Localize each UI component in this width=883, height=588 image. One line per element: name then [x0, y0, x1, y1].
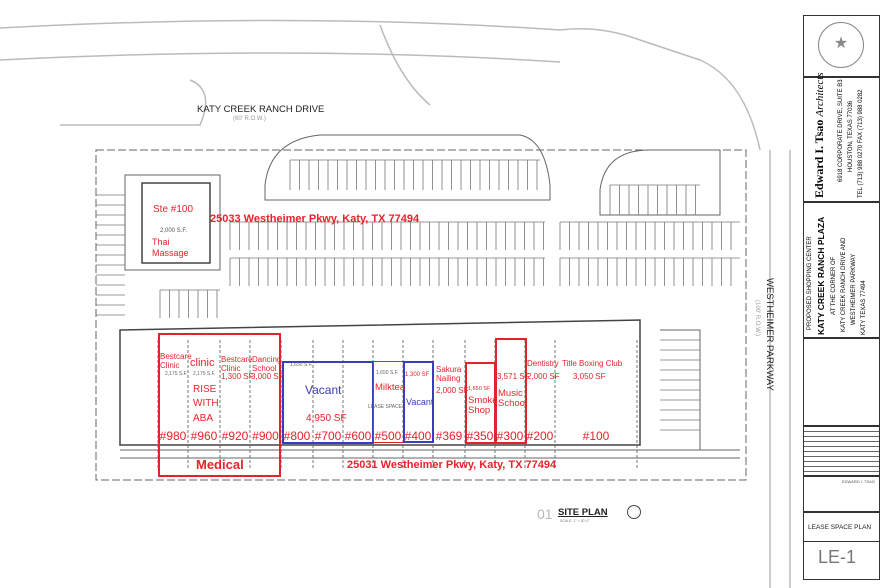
pad-tenant-line1: Thai [152, 237, 170, 247]
architect-name: Edward I. Tsao Architects [812, 72, 827, 198]
drawn-by: EDWARD I. TSAO [842, 479, 875, 484]
tenant-100: Title Boxing Club [562, 359, 623, 368]
tenant-400: Vacant [406, 397, 434, 407]
drawn-by-cell [803, 476, 880, 512]
area-350: 1,650 SF [468, 386, 491, 392]
vacant-label: Vacant [305, 383, 342, 397]
tenant-960-extra-3: ABA [193, 413, 214, 424]
unit-number: #980 [159, 429, 187, 443]
area-369: 2,000 SF [436, 386, 469, 395]
sheet-title: LEASE SPACE PLAN [808, 524, 872, 531]
unit-number: #920 [221, 429, 249, 443]
tenant-920: Bestcare Clinic [221, 355, 253, 373]
unit-400-box [403, 361, 434, 443]
pad-suite: Ste #100 [153, 204, 194, 215]
tenant-200: Dentistry [527, 359, 559, 368]
area-500: 1,650 S.F. [376, 370, 399, 376]
area-400: 1,300 SF [405, 372, 430, 378]
project-line1: PROPOSED SHOPPING CENTER [807, 236, 813, 330]
architect-cell [803, 77, 880, 202]
top-road-row: (60' R.O.W.) [233, 116, 266, 122]
right-road-row: (100' R.O.W.) [754, 300, 760, 337]
unit-number: #700 [314, 429, 342, 443]
architect-address1: 6918 CORPORATE DRIVE, SUITE B3 [838, 79, 844, 182]
area-960: 2,175 S.F. [193, 371, 216, 377]
tenant-960-extra-1: RISE [193, 384, 217, 395]
project-line3: AT THE CORNER OF [831, 256, 837, 315]
architect-seal-icon: ★ [818, 22, 864, 68]
unit-number: #300 [496, 429, 524, 443]
tenant-350: Smoke Shop [468, 395, 498, 417]
unit-number: #369 [435, 429, 463, 443]
project-name: KATY CREEK RANCH PLAZA [816, 216, 826, 335]
road-outlines [0, 19, 791, 588]
architect-name-text: Edward I. Tsao [812, 119, 826, 198]
north-arrow-icon [627, 505, 641, 519]
area-800: 1,650 S.F. [290, 362, 313, 368]
pad-area: 2,000 S.F. [160, 228, 188, 234]
architect-address2: HOUSTON, TEXAS 77036 [848, 100, 854, 172]
right-road-name: WESTHEIMER PARKWAY [764, 278, 775, 391]
parking-stalls [96, 159, 740, 431]
unit-number: #350 [466, 429, 494, 443]
unit-number: #800 [283, 429, 311, 443]
architect-suffix: Architects [814, 72, 826, 117]
unit-number: #500 [374, 429, 402, 443]
architect-phone: TEL (713) 988 0270 FAX (713) 988 0282 [858, 89, 864, 198]
tenant-980: Bestcare Clinic [160, 352, 192, 370]
unit-number: #100 [582, 429, 610, 443]
area-920: 1,300 SF [221, 372, 254, 381]
project-cell [803, 202, 880, 338]
drawing-scale: SCALE: 1" = 30'-0" [560, 519, 590, 523]
unit-number: #400 [404, 429, 432, 443]
music-school-box [495, 338, 527, 444]
unit-number: #600 [344, 429, 372, 443]
drawing-title: SITE PLAN [558, 507, 608, 518]
vacant-area: 4,950 SF [306, 413, 347, 424]
tenant-500-extra: LEASE SPACE [368, 404, 403, 410]
drawing-number: 01 [537, 506, 553, 522]
area-980: 2,175 S.F. [165, 371, 188, 377]
area-200: 2,000 SF [527, 372, 560, 381]
tenant-900: Dancing School [252, 355, 282, 373]
area-100: 3,050 SF [573, 372, 606, 381]
medical-box [158, 333, 281, 477]
pad-tenant-line2: Massage [152, 248, 189, 258]
tenant-500: Milktea [375, 382, 406, 393]
sheet-number: LE-1 [818, 547, 857, 567]
project-line4: KATY CREEK RANCH DRIVE AND [841, 237, 847, 332]
sheet-title-cell [803, 512, 880, 542]
project-line5: WESTHEIMER PARKWAY [851, 253, 857, 325]
revisions-cell [803, 338, 880, 426]
unit-number: #900 [252, 429, 279, 443]
tenant-300: Music School [498, 388, 528, 410]
medical-label: Medical [196, 457, 244, 472]
tenant-960: clinic [190, 357, 215, 369]
area-900: 3,000 SF [251, 372, 284, 381]
top-road-name: KATY CREEK RANCH DRIVE [197, 104, 325, 115]
revisions-table [803, 426, 880, 476]
pad-address: 25033 Westheimer Pkwy, Katy, TX 77494 [210, 213, 420, 225]
unit-number: #200 [526, 429, 554, 443]
area-300: 3,571 SF [497, 372, 530, 381]
project-line6: KATY TEXAS 77494 [861, 280, 867, 335]
main-address: 25031 Westheimer Pkwy, Katy, TX 77494 [347, 459, 557, 471]
tenant-960-extra-2: WITH [193, 398, 219, 409]
tenant-369: Sakura Nailing [436, 365, 462, 383]
unit-number: #960 [190, 429, 218, 443]
